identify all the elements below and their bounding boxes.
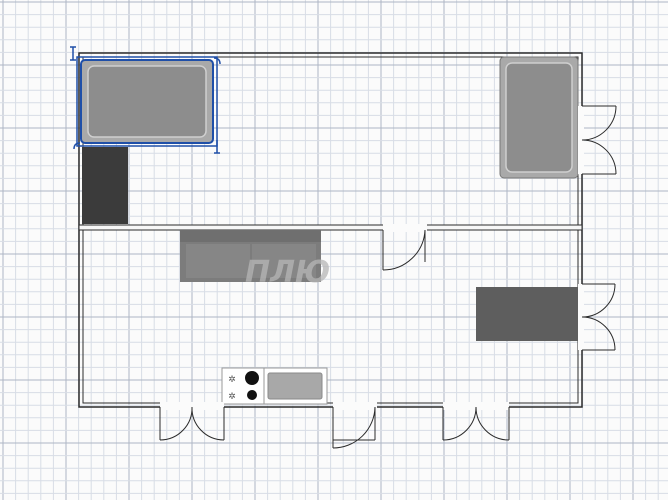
bathtub-left[interactable] (70, 46, 221, 154)
selection-frame (76, 56, 218, 147)
door-swing-arc (442, 406, 477, 441)
watermark-text: ПЛЮ (245, 255, 330, 290)
door-swing-arc (581, 105, 617, 141)
bathtub-right[interactable] (499, 56, 579, 179)
walls (78, 52, 583, 408)
sofa-seat-right (252, 244, 316, 278)
rotate-handle-icon[interactable] (213, 57, 221, 65)
sofa-seat-left (186, 244, 250, 278)
door-gap (160, 402, 224, 410)
rotate-handle-bottom-left-icon[interactable] (73, 142, 81, 150)
door-bottom-right[interactable] (442, 402, 510, 441)
door-swing-arc (475, 406, 510, 441)
door-gap (578, 284, 584, 350)
sofa-back (180, 230, 321, 242)
door-swing-arc (382, 229, 426, 271)
door-swing-arc (159, 406, 193, 441)
door-right-top[interactable] (578, 105, 617, 175)
wardrobe-left[interactable] (82, 147, 128, 224)
door-swing-arc (581, 283, 616, 318)
door-gap (443, 402, 509, 410)
sink[interactable] (263, 367, 328, 405)
interior-wall (78, 224, 583, 231)
door-bottom-mid[interactable] (332, 402, 377, 449)
door-gap (383, 224, 427, 232)
burner-icon (245, 371, 259, 385)
door-gap (333, 402, 377, 410)
door-right-mid[interactable] (578, 283, 616, 351)
burner-small-icon: ✲ (228, 374, 236, 384)
door-swing-arc (581, 316, 616, 351)
sink-basin (267, 372, 323, 400)
sofa[interactable] (180, 230, 321, 282)
burner-icon (247, 390, 257, 400)
stove[interactable]: ✲ ✲ (221, 367, 265, 405)
bathtub-right-basin (505, 62, 573, 173)
door-swing-arc (581, 139, 617, 175)
door-bottom-left[interactable] (159, 402, 225, 441)
door-gap (578, 106, 584, 174)
door-swing-arc (332, 406, 376, 449)
door-swing-arc (191, 406, 225, 441)
burner-small-icon: ✲ (228, 391, 236, 401)
table-right[interactable] (476, 287, 580, 341)
bathtub-left-basin (87, 65, 207, 138)
door-interior[interactable] (382, 224, 427, 271)
